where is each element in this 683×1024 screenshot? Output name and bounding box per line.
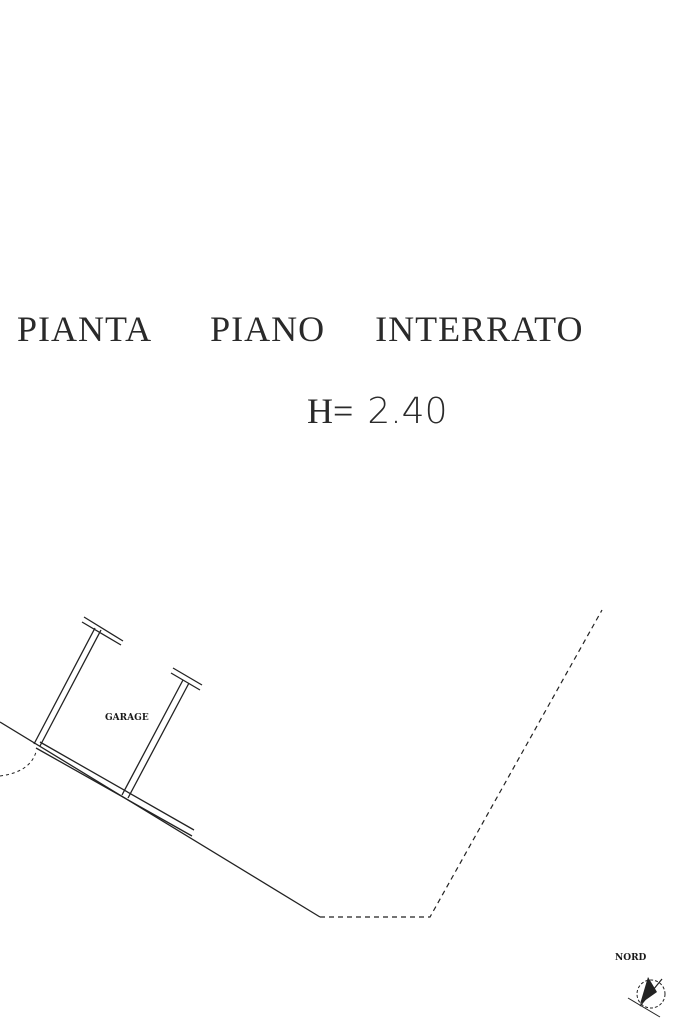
north-arrow-icon xyxy=(627,977,666,1018)
door-swing-arc xyxy=(0,751,37,777)
title-word-piano: PIANO xyxy=(210,309,326,349)
garage-front-wall xyxy=(35,747,193,837)
garage-left-wall-b xyxy=(39,629,102,747)
height-value: 2.40 xyxy=(367,391,448,432)
plan-title: PIANTA PIANO INTERRATO xyxy=(17,308,583,350)
boundary-dashed-line xyxy=(320,609,603,918)
title-word-pianta: PIANTA xyxy=(17,309,153,349)
garage-right-wall-a xyxy=(121,679,184,796)
room-label-garage: GARAGE xyxy=(105,713,149,723)
garage-right-wall-cap xyxy=(172,667,203,686)
height-prefix: H= xyxy=(307,391,354,431)
outer-wall-southwest xyxy=(0,721,321,918)
garage-left-wall-a xyxy=(33,627,96,745)
garage-right-wall-cap-b xyxy=(170,672,201,691)
north-label: NORD xyxy=(615,953,647,963)
garage-front-wall-inner xyxy=(39,741,195,831)
garage-left-wall-cap xyxy=(83,616,124,642)
garage-right-wall-b xyxy=(127,682,190,799)
title-word-interrato: INTERRATO xyxy=(375,309,584,349)
garage-left-wall-cap-b xyxy=(81,621,122,646)
ceiling-height-label: H= 2.40 xyxy=(307,390,447,432)
